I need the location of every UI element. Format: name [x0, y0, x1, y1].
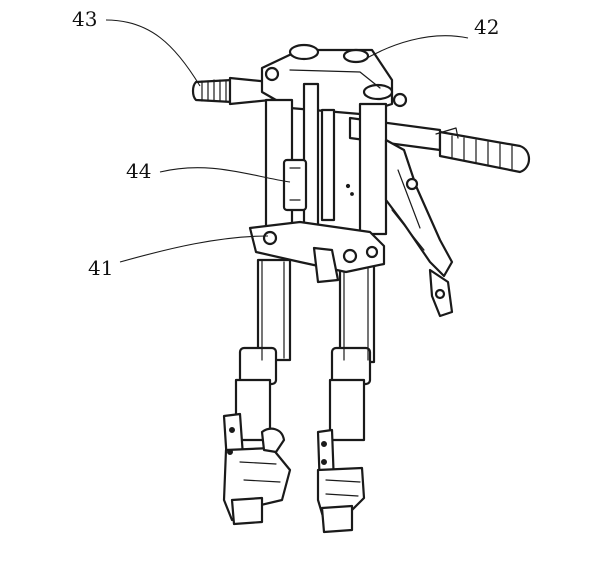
- top-triple-clamp: [260, 43, 408, 116]
- right-grip: [348, 116, 531, 174]
- leader-lines: [105, 19, 469, 263]
- reference-numeral-top-clamp: 42: [474, 15, 500, 39]
- leader-line-44: [159, 167, 291, 183]
- right-lower-leg: [316, 428, 366, 534]
- left-fork-tube: [234, 98, 294, 442]
- bottom-triple-clamp: [248, 220, 386, 284]
- right-fork-tube: [328, 102, 388, 442]
- reference-numeral-damper: 44: [126, 159, 152, 183]
- reference-numeral-bottom-clamp: 41: [88, 256, 114, 280]
- mounting-bracket: [384, 127, 459, 318]
- left-lower-leg: [222, 412, 292, 526]
- leader-line-41: [119, 235, 269, 263]
- reference-numeral-grip: 43: [72, 7, 98, 31]
- leader-line-43: [105, 19, 201, 87]
- leader-line-42: [359, 35, 469, 63]
- steering-damper: [282, 82, 354, 236]
